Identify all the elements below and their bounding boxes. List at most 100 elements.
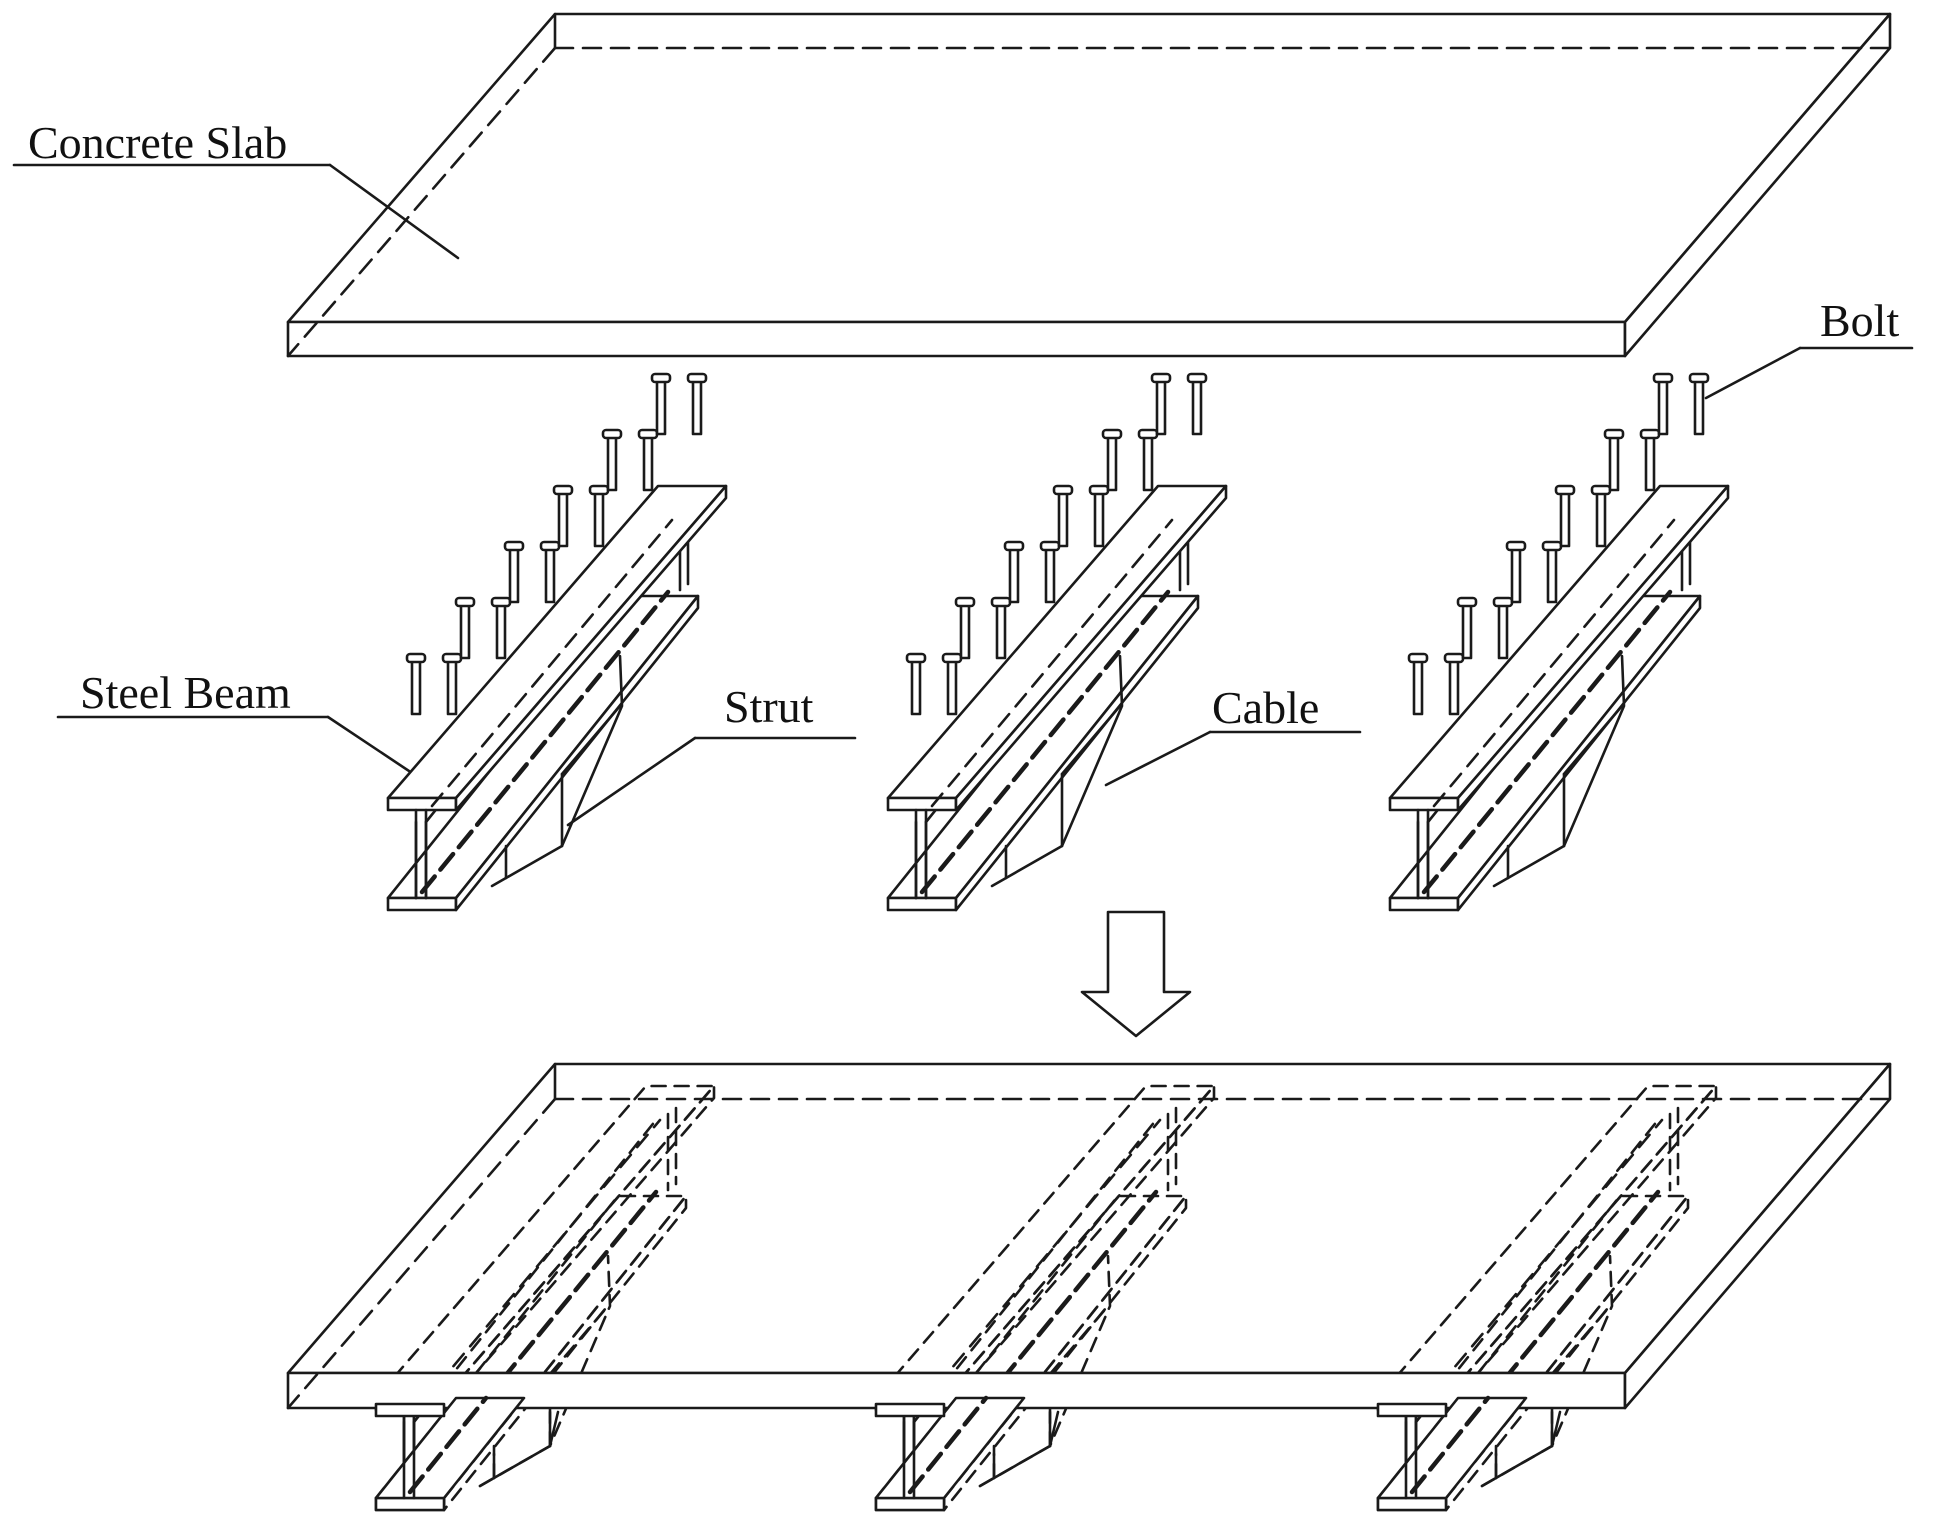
strut-diagonal [990, 654, 1124, 888]
bolt-shank [946, 658, 958, 716]
bolt-head [1101, 428, 1123, 440]
cable [919, 589, 1171, 895]
bolt-head [905, 652, 927, 664]
bolt [990, 596, 1012, 660]
bolt-head [503, 540, 525, 552]
top-flange-front [874, 1402, 946, 1418]
bolt-head [552, 484, 574, 496]
cable [419, 589, 671, 895]
bolt-shank [1448, 658, 1460, 716]
bolt [441, 652, 463, 716]
bolt-head [1088, 484, 1110, 496]
bolt-shank [995, 602, 1007, 660]
bolt-shank [642, 434, 654, 492]
bottom-flange-front-face [886, 896, 958, 912]
slab-assembled-top-face [286, 1062, 1892, 1375]
top-flange-top-face [374, 1084, 716, 1400]
bolt [1101, 428, 1123, 492]
strut-diagonal [978, 1254, 1112, 1488]
bottom-flange-front [1376, 1496, 1448, 1512]
bolt-head [1639, 428, 1661, 440]
cable-visible [907, 1395, 989, 1495]
steel-beam-1 [386, 372, 728, 912]
concrete-slab-leader [328, 163, 460, 260]
steel-beams-assembled-lower [374, 1395, 1562, 1512]
bolt-head [686, 372, 708, 384]
bolt-shank [1559, 490, 1571, 548]
bolt [1407, 652, 1429, 716]
bolt [490, 596, 512, 660]
bolt-shank [959, 602, 971, 660]
bolt-shank [544, 546, 556, 604]
bolt [454, 596, 476, 660]
bolt-row [405, 372, 708, 716]
bolt-shank [557, 490, 569, 548]
bolt-shank [1608, 434, 1620, 492]
bolt-shank [1044, 546, 1056, 604]
web-hidden-top-edge [912, 1118, 1158, 1424]
bolt-shank [508, 546, 520, 604]
bolt-head [490, 596, 512, 608]
bolt [1505, 540, 1527, 604]
web-hidden-line [1420, 1118, 1664, 1408]
strut-upper-edge [1550, 1304, 1612, 1376]
bolt-head [405, 652, 427, 664]
bolt [1003, 540, 1025, 604]
bottom-flange-side-face [1456, 594, 1702, 912]
down-arrow [1080, 910, 1192, 1038]
bolt-shank [1510, 546, 1522, 604]
bottom-flange-front-face [1388, 896, 1460, 912]
bolt [405, 652, 427, 716]
strut-upper-edge [1048, 1304, 1110, 1376]
bolt-head [454, 596, 476, 608]
bolt-head [441, 652, 463, 664]
bolt-label: Bolt [1820, 295, 1899, 346]
bolt [1443, 652, 1465, 716]
bolt-shank [1693, 378, 1705, 436]
bolt-head [1590, 484, 1612, 496]
bolt-row [1407, 372, 1710, 716]
strut-diagonal [1480, 1254, 1614, 1488]
bolt-shank [410, 658, 422, 716]
bolt [686, 372, 708, 436]
cable-leader [1104, 730, 1212, 787]
bolt-shank [446, 658, 458, 716]
bolt-shank [593, 490, 605, 548]
bolt [1603, 428, 1625, 492]
bolt-shank [1546, 546, 1558, 604]
bolt-head [1554, 484, 1576, 496]
bolt-shank [1093, 490, 1105, 548]
top-flange-front [374, 1402, 446, 1418]
bolt-shank [1412, 658, 1424, 716]
concrete-slab-top [286, 12, 1892, 358]
bolt [1590, 484, 1612, 548]
label-bolt-group: Bolt [1704, 295, 1914, 400]
bolt-shank [495, 602, 507, 660]
bolt [588, 484, 610, 548]
concrete-slab-assembled [286, 1062, 1892, 1410]
bolt [1554, 484, 1576, 548]
bolt [1186, 372, 1208, 436]
web-hidden-top-edge [412, 1118, 658, 1424]
slab-hidden-edge-left [286, 46, 557, 358]
bolt-shank [1008, 546, 1020, 604]
top-flange-side-face [1456, 484, 1730, 812]
bolt-head [1003, 540, 1025, 552]
strut-label: Strut [724, 681, 814, 732]
bolt-head [1541, 540, 1563, 552]
web-hidden-line [430, 518, 674, 808]
label-strut-group: Strut [566, 681, 857, 827]
bolt [650, 372, 672, 436]
slab-top-face [286, 12, 1892, 324]
bolt [503, 540, 525, 604]
bolt [1456, 596, 1478, 660]
bolt-head [637, 428, 659, 440]
cable-visible [1409, 1395, 1491, 1495]
top-flange-top-face [874, 1084, 1216, 1400]
steel-beam-3 [1388, 372, 1730, 912]
web-hidden-line [918, 1118, 1162, 1408]
bolt-shank [1644, 434, 1656, 492]
bolt-head [1039, 540, 1061, 552]
bolt-shank [606, 434, 618, 492]
steel-beams-assembled [374, 1084, 1718, 1512]
